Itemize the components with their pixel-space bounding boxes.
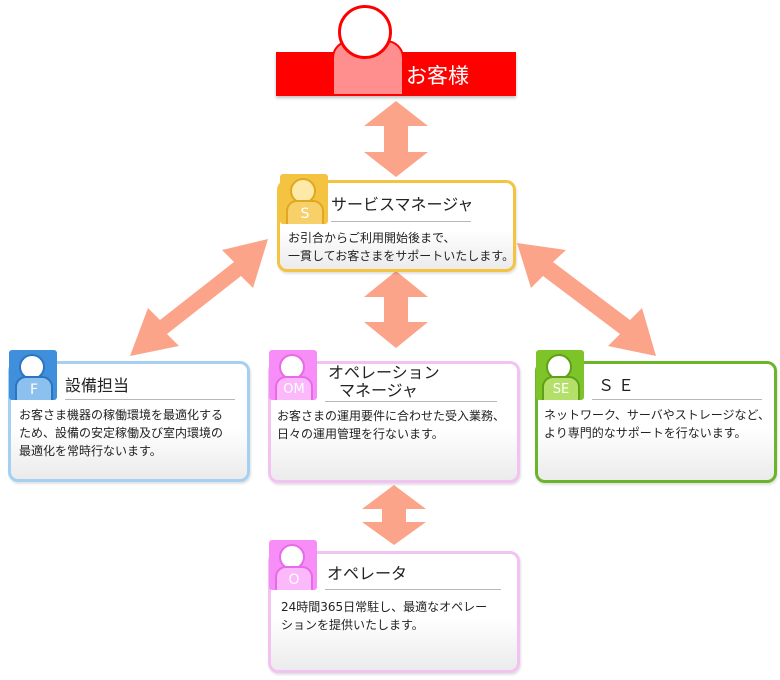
operator-divider	[325, 589, 501, 590]
operation-manager-divider	[325, 401, 497, 402]
operator-badge-icon: O	[269, 540, 317, 590]
operator-badge-letter: O	[288, 572, 300, 588]
facility-desc-line-3: 最適化を常時行ないます。	[19, 444, 162, 458]
customer-head-icon	[338, 5, 392, 59]
service-manager-badge-icon: S	[280, 174, 328, 224]
service-manager-card: S サービスマネージャ お引合からご利用開始後まで、 一貫してお客さまをサポート…	[277, 174, 516, 272]
service-manager-desc-line-1: お引合からご利用開始後まで、	[288, 231, 456, 245]
facility-desc-line-1: お客さま機器の稼働環境を最適化する	[19, 408, 224, 422]
facility-card: F 設備担当 お客さま機器の稼働環境を最適化する ため、設備の安定稼働及び室内環…	[8, 350, 250, 482]
operator-desc-line-2: ションを提供いたします。	[281, 618, 424, 632]
operation-manager-badge-letter: OM	[283, 382, 305, 397]
se-desc-line-1: ネットワーク、サーバやストレージなど、	[544, 408, 770, 422]
operation-manager-desc-line-2: 日々の運用管理を行ないます。	[277, 427, 444, 441]
operation-manager-title-line-2: マネージャ	[339, 381, 418, 400]
operation-manager-desc-line-1: お客さまの運用要件に合わせた受入業務、	[277, 409, 506, 423]
se-divider	[592, 399, 762, 400]
operation-manager-card: OM オペレーション マネージャ お客さまの運用要件に合わせた受入業務、 日々の…	[268, 350, 520, 483]
se-badge-letter: SE	[552, 382, 570, 397]
facility-desc-line-2: ため、設備の安定稼働及び室内環境の	[19, 426, 224, 440]
operator-desc-line-1: 24時間365日常駐し、最適なオペレー	[281, 600, 488, 614]
operator-title: オペレータ	[327, 564, 408, 583]
arrow-service-manager-facility	[130, 239, 268, 356]
facility-divider	[65, 399, 235, 400]
service-manager-desc-line-2: 一貫してお客さまをサポートいたします。	[288, 249, 515, 263]
operator-card: O オペレータ 24時間365日常駐し、最適なオペレー ションを提供いたします。	[268, 540, 520, 673]
se-title: ＳＥ	[598, 376, 639, 395]
facility-badge-letter: F	[29, 382, 39, 398]
arrow-customer-service-manager	[364, 101, 428, 177]
arrow-operation-manager-operator	[362, 485, 426, 545]
operation-manager-badge-icon: OM	[269, 350, 317, 400]
se-badge-icon: SE	[536, 350, 584, 400]
facility-badge-icon: F	[9, 350, 57, 400]
service-manager-title: サービスマネージャ	[331, 195, 474, 214]
facility-title: 設備担当	[65, 376, 130, 395]
arrow-service-manager-se	[517, 243, 656, 356]
arrow-service-manager-operation-manager	[364, 271, 428, 348]
service-manager-divider	[331, 221, 471, 222]
se-card: SE ＳＥ ネットワーク、サーバやストレージなど、 より専門的なサポートを行ない…	[535, 350, 777, 483]
customer-label: お客様	[406, 64, 469, 88]
service-manager-badge-letter: S	[300, 206, 310, 222]
operation-manager-title-line-1: オペレーション	[328, 363, 440, 382]
se-desc-line-2: より専門的なサポートを行ないます。	[544, 426, 747, 440]
